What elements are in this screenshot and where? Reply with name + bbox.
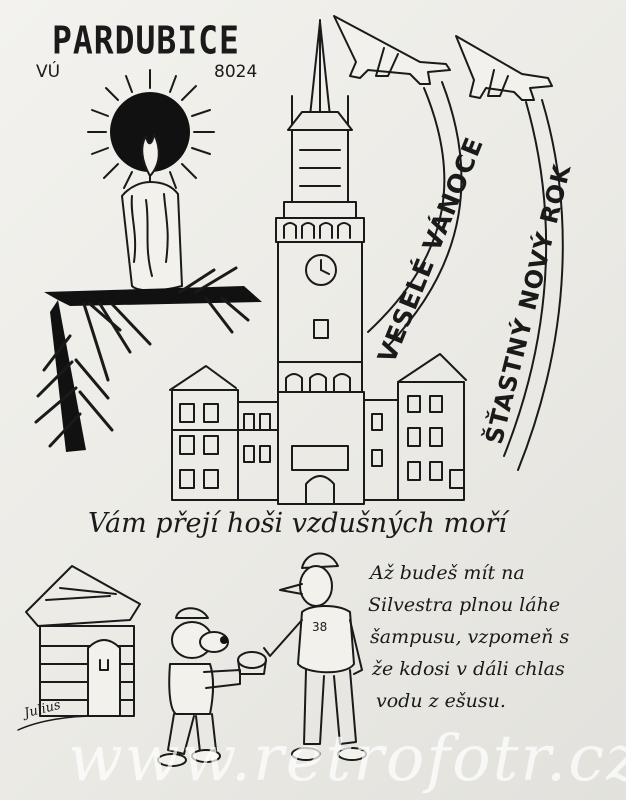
sentry-box-icon xyxy=(17,565,141,731)
fir-branch-icon xyxy=(34,266,262,452)
card-title: PARDUBICE xyxy=(52,18,240,63)
verse-line: že kdosi v dáli chlas xyxy=(372,658,565,680)
unit-label: VÚ xyxy=(36,62,61,82)
tall-soldier xyxy=(263,552,367,761)
verse-line: Až budeš mít na xyxy=(370,562,525,584)
unit-number: 8024 xyxy=(214,62,258,82)
watermark: www.retrofotr.cz xyxy=(68,722,626,796)
right-buildings xyxy=(363,353,467,501)
soldier-number: 38 xyxy=(312,620,328,634)
jet-plane-icon xyxy=(333,15,451,85)
mess-tin-icon xyxy=(237,651,267,675)
verse-line: Silvestra plnou láhe xyxy=(368,594,561,616)
small-soldier xyxy=(157,607,241,767)
verse-line: vodu z ešusu. xyxy=(376,690,506,712)
town-tower xyxy=(275,19,365,505)
verse-line: šampusu, vzpomeň s xyxy=(370,626,570,648)
sun-icon xyxy=(87,69,215,195)
clock-icon xyxy=(305,254,337,286)
jet-plane-icon xyxy=(455,35,553,101)
candle-icon xyxy=(121,133,183,292)
wish-line: Vám přejí hoši vzdušných moří xyxy=(88,508,507,539)
left-buildings xyxy=(169,365,279,501)
